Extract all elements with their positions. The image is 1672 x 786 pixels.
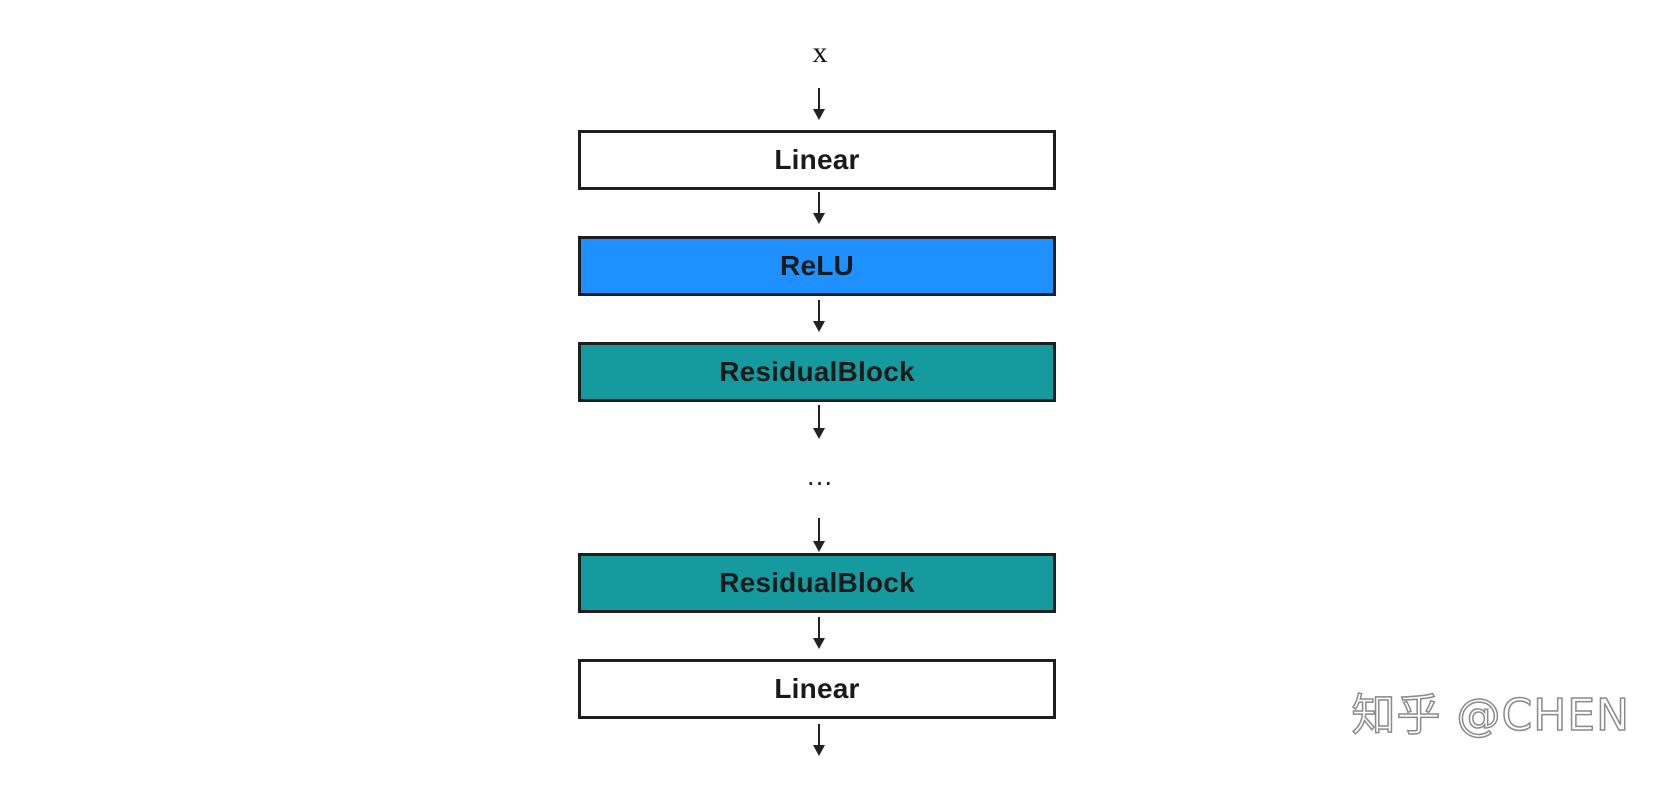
residual-block-last: ResidualBlock bbox=[578, 553, 1056, 613]
relu-block: ReLU bbox=[578, 236, 1056, 296]
input-x-label: x bbox=[812, 36, 828, 69]
ellipsis: ... bbox=[806, 460, 834, 491]
residual-block-first: ResidualBlock bbox=[578, 342, 1056, 402]
linear-block-bottom: Linear bbox=[578, 659, 1056, 719]
arrow-down-icon bbox=[810, 405, 828, 439]
arrow-down-icon bbox=[810, 617, 828, 649]
arrow-down-icon bbox=[810, 192, 828, 224]
watermark: 知乎 @CHEN bbox=[1351, 690, 1630, 741]
arrow-down-icon bbox=[810, 518, 828, 552]
linear-block-top: Linear bbox=[578, 130, 1056, 190]
arrow-down-icon bbox=[810, 88, 828, 120]
arrow-down-icon bbox=[810, 724, 828, 756]
arrow-down-icon bbox=[810, 300, 828, 332]
